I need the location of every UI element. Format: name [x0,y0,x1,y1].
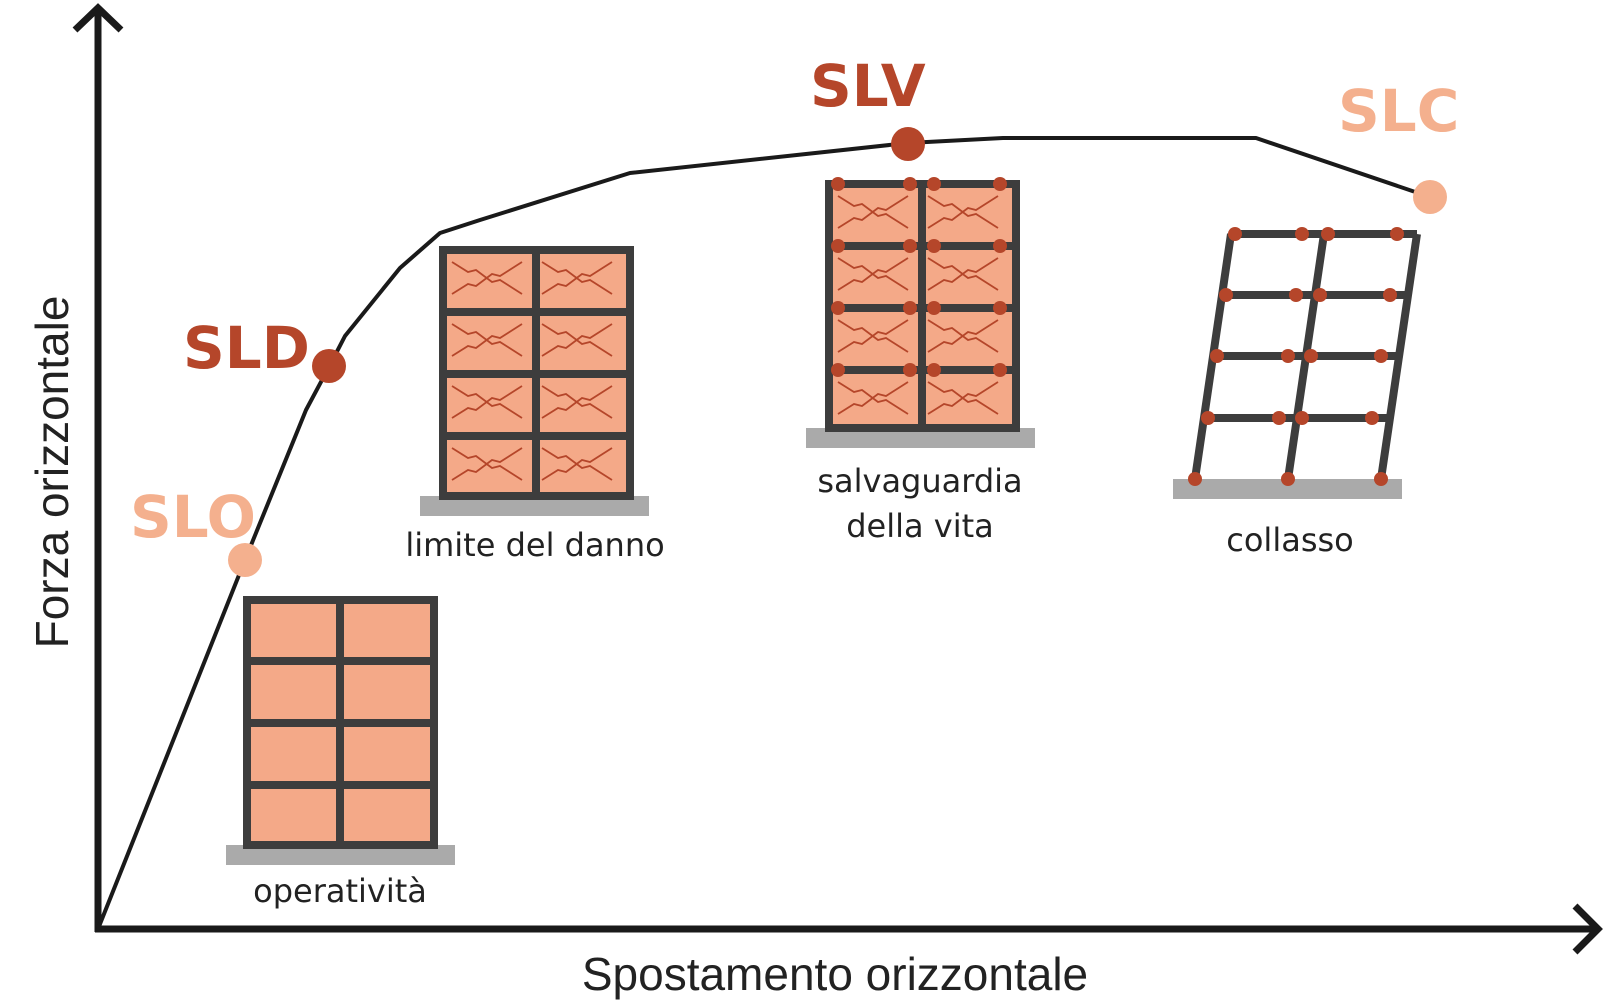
x-axis-label: Spostamento orizzontale [582,948,1088,1000]
capacity-curve [96,136,1431,930]
axes [72,3,1603,955]
slc-point-marker [1413,180,1447,214]
sld-point-marker [312,349,346,383]
building-collasso-icon [1173,227,1421,499]
building-caption-limite-del-danno: limite del danno [405,526,664,564]
y-axis-label: Forza orizzontale [26,296,78,649]
building-caption-della-vita: della vita [846,507,994,545]
slv-label: SLV [810,52,926,120]
building-caption-salvaguardia: salvaguardia [817,462,1022,500]
building-caption-collasso: collasso [1226,521,1353,559]
x-axis-arrow-icon [1572,903,1603,955]
building-limite-del-danno-icon [420,246,649,516]
slv-point-marker [891,127,925,161]
slo-label: SLO [130,483,256,551]
building-caption-operativita: operatività [253,872,427,910]
y-axis-arrow-icon [72,3,124,33]
building-operativita-icon [226,596,455,865]
slc-label: SLC [1338,77,1459,145]
slo-point-marker [228,543,262,577]
sld-label: SLD [183,314,310,382]
building-salvaguardia-della-vita-icon [806,177,1035,448]
